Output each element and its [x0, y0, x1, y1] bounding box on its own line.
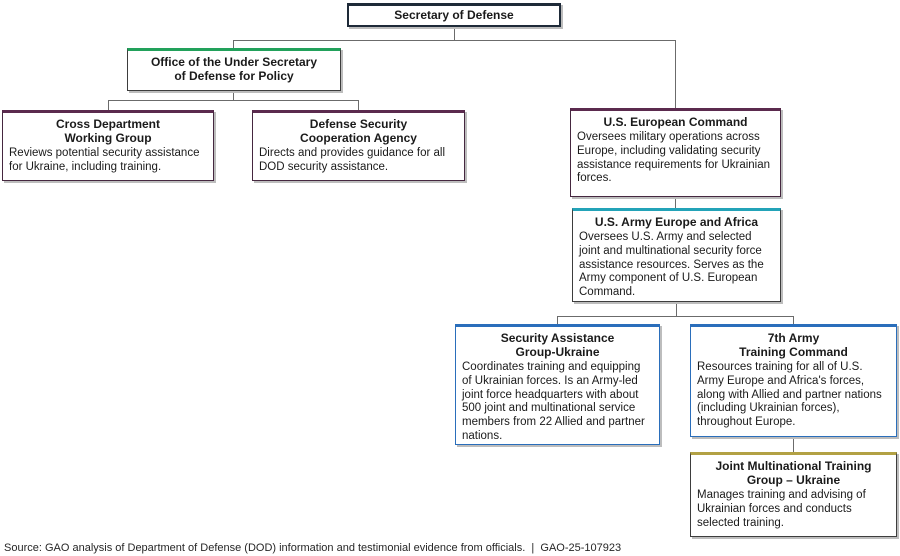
org-box-cross-department-working-group: Cross Department Working Group Reviews p…: [2, 110, 214, 181]
org-box-security-assistance-group-ukraine: Security Assistance Group-Ukraine Coordi…: [455, 324, 660, 445]
org-box-secretary-of-defense: Secretary of Defense: [347, 3, 561, 27]
org-box-7th-army-training-command: 7th Army Training Command Resources trai…: [690, 324, 897, 437]
org-box-joint-multinational-training-group-ukraine: Joint Multinational Training Group – Ukr…: [690, 452, 897, 537]
org-box-office-under-secretary-policy: Office of the Under Secretary of Defense…: [127, 48, 341, 91]
org-box-title: Joint Multinational Training Group – Ukr…: [715, 459, 872, 487]
org-box-title: Defense Security Cooperation Agency: [300, 117, 417, 145]
org-box-description: Coordinates training and equipping of Uk…: [462, 361, 645, 442]
org-box-description: Oversees U.S. Army and selected joint an…: [579, 231, 764, 299]
org-box-title: U.S. Army Europe and Africa: [594, 215, 759, 229]
org-box-title: Security Assistance Group-Ukraine: [500, 331, 615, 359]
org-box-title: Office of the Under Secretary of Defense…: [150, 55, 318, 83]
org-box-title: 7th Army Training Command: [739, 331, 848, 359]
org-box-description: Reviews potential security assistance fo…: [9, 147, 200, 173]
org-box-defense-security-cooperation-agency: Defense Security Cooperation Agency Dire…: [252, 110, 465, 181]
source-attribution: Source: GAO analysis of Department of De…: [4, 542, 622, 554]
org-box-description: Oversees military operations across Euro…: [577, 131, 771, 185]
org-box-description: Manages training and advising of Ukraini…: [697, 489, 866, 529]
org-box-title: U.S. European Command: [603, 115, 748, 129]
org-box-us-european-command: U.S. European Command Oversees military …: [570, 108, 781, 197]
org-box-title: Cross Department Working Group: [55, 117, 161, 145]
org-box-title: Secretary of Defense: [394, 8, 514, 22]
org-box-description: Directs and provides guidance for all DO…: [259, 147, 446, 173]
org-box-description: Resources training for all of U.S. Army …: [697, 361, 882, 429]
org-box-us-army-europe-and-africa: U.S. Army Europe and Africa Oversees U.S…: [572, 208, 781, 302]
